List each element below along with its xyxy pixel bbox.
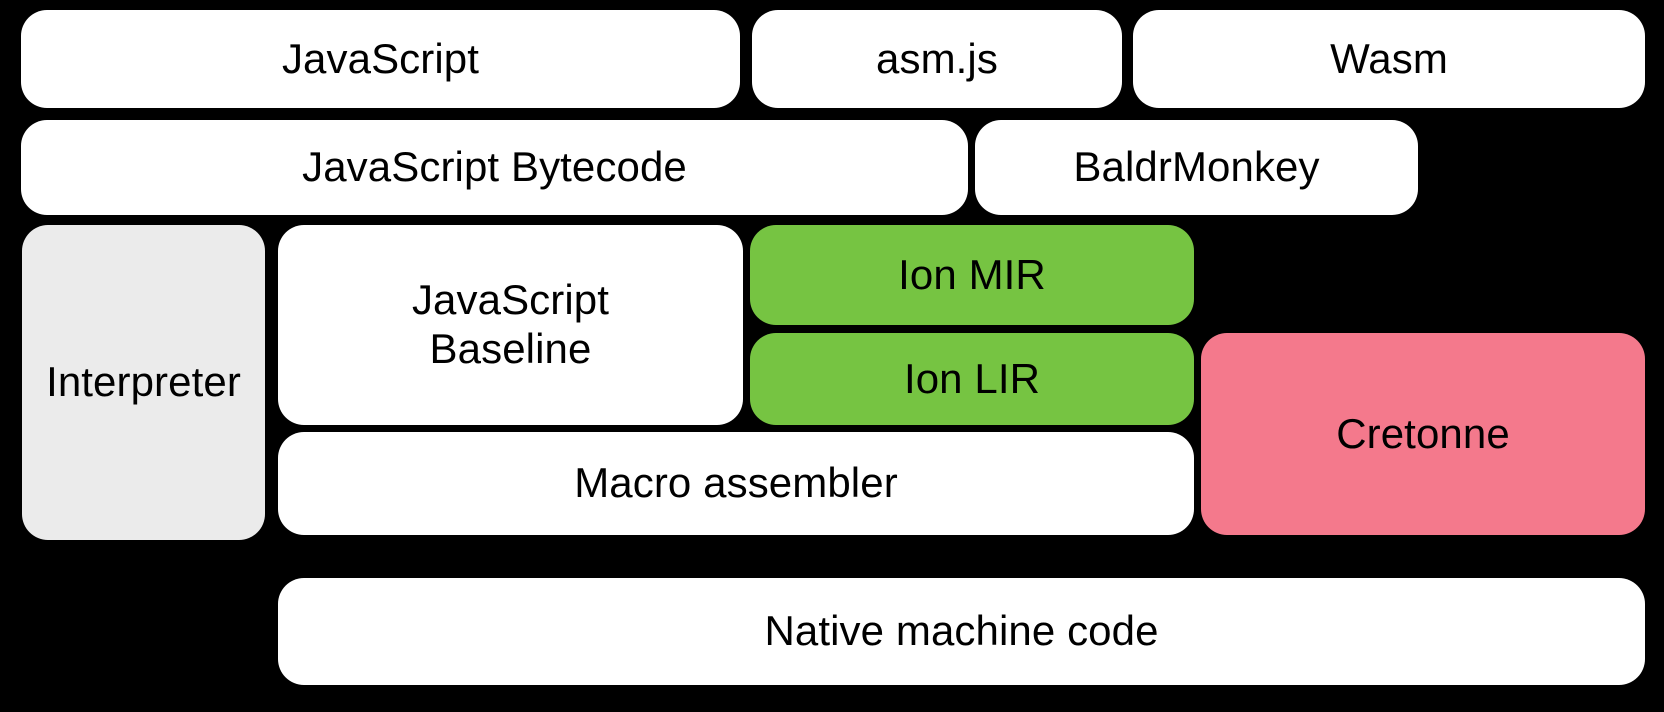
node-baldrmonkey: BaldrMonkey: [975, 120, 1418, 215]
node-wasm: Wasm: [1133, 10, 1645, 108]
node-native-machine-code: Native machine code: [278, 578, 1645, 685]
node-cretonne: Cretonne: [1201, 333, 1645, 535]
node-javascript-bytecode: JavaScript Bytecode: [21, 120, 968, 215]
node-javascript: JavaScript: [21, 10, 740, 108]
node-asm-js: asm.js: [752, 10, 1122, 108]
node-macro-assembler: Macro assembler: [278, 432, 1194, 535]
node-javascript-baseline: JavaScript Baseline: [278, 225, 743, 425]
node-ion-mir: Ion MIR: [750, 225, 1194, 325]
node-ion-lir: Ion LIR: [750, 333, 1194, 425]
node-interpreter: Interpreter: [22, 225, 265, 540]
